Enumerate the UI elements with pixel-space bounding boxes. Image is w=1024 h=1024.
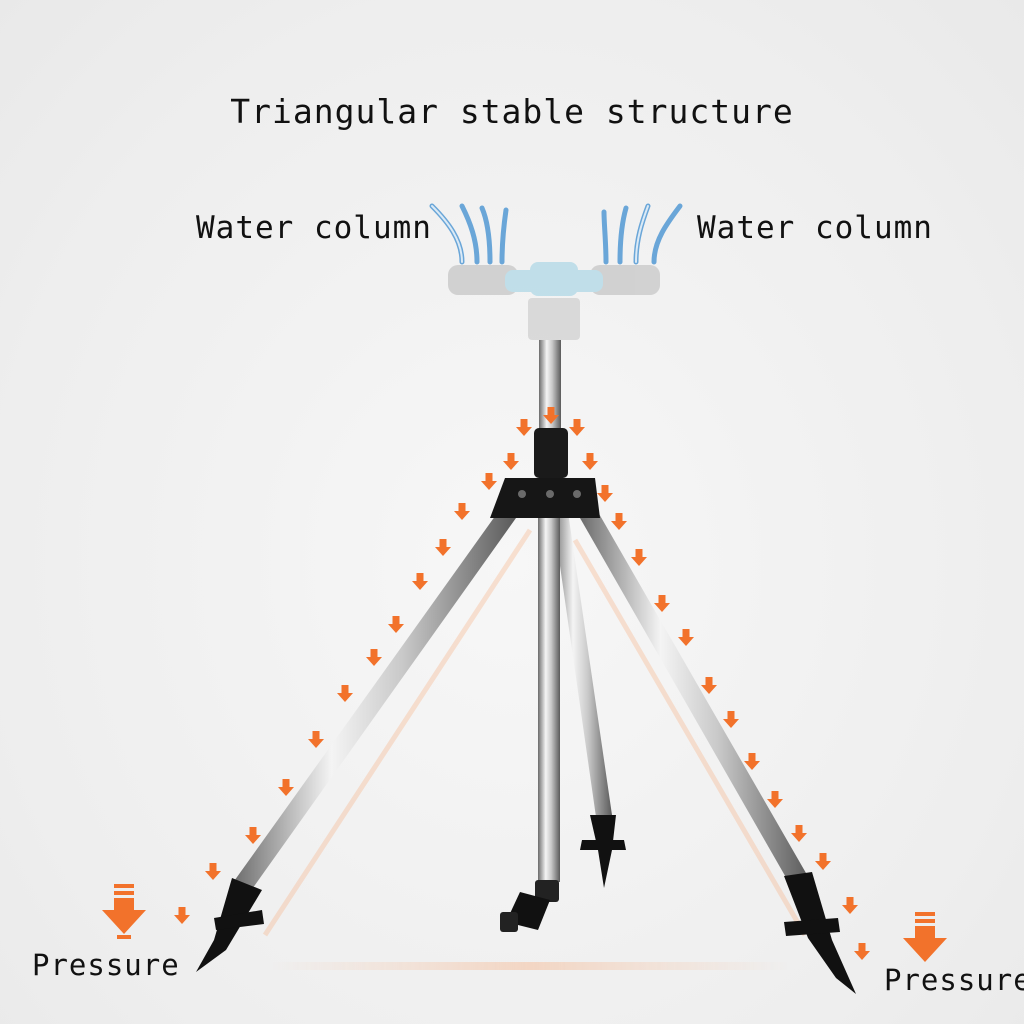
water-column-label-left: Water column bbox=[196, 210, 432, 246]
pressure-arrow-icon bbox=[903, 912, 947, 962]
triangle-glow bbox=[262, 528, 808, 970]
sprinkler-head bbox=[448, 262, 660, 340]
leg-spike-feet bbox=[196, 815, 856, 994]
water-column-label-right: Water column bbox=[697, 210, 933, 246]
center-pole bbox=[539, 340, 561, 435]
water-spray-icon bbox=[429, 203, 683, 265]
water-spray-highlight bbox=[431, 205, 649, 263]
tripod-legs bbox=[232, 510, 810, 892]
diagram-title: Triangular stable structure bbox=[230, 92, 794, 131]
tripod-hub bbox=[490, 428, 600, 518]
pressure-label-right: Pressure bbox=[884, 963, 1024, 997]
pressure-label-left: Pressure bbox=[32, 948, 180, 982]
pressure-arrow-icon bbox=[102, 884, 146, 939]
